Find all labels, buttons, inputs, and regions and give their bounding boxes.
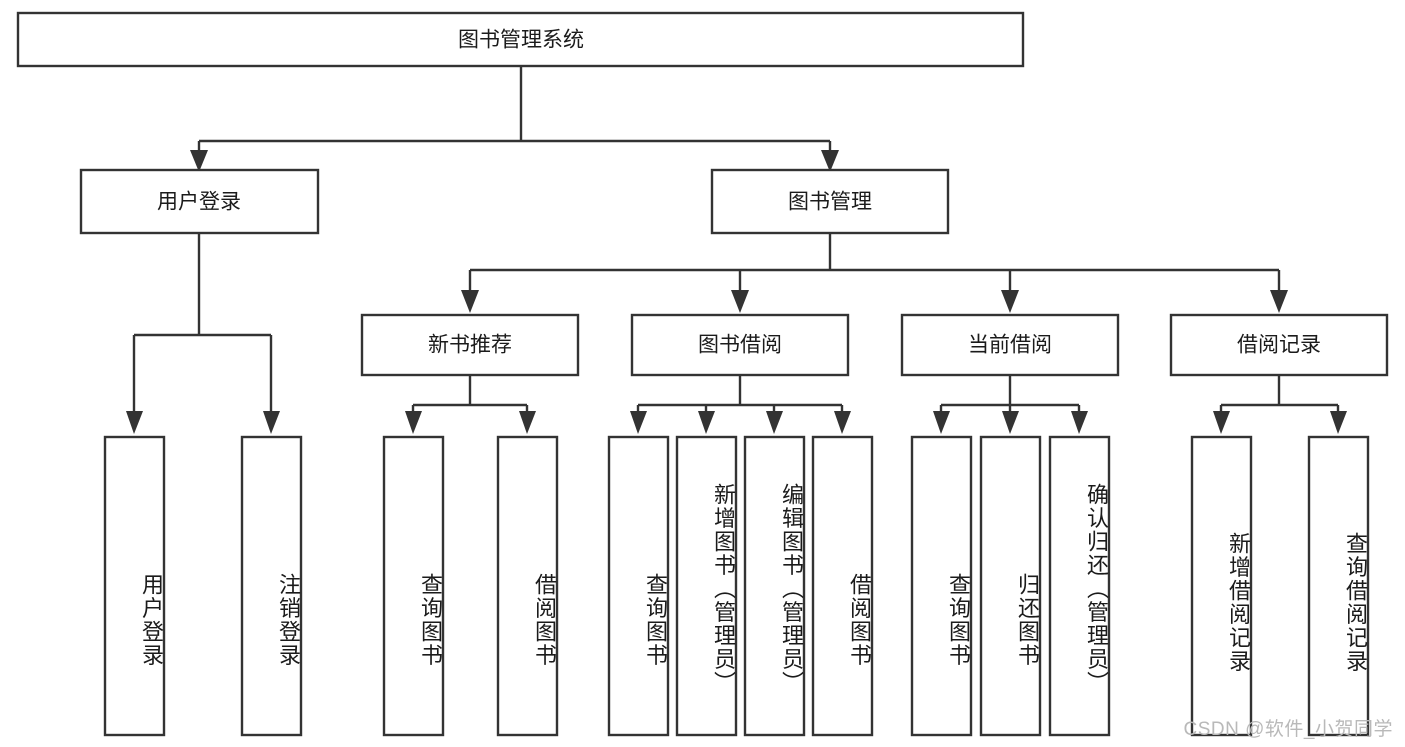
node-leaf-confirm-return[interactable] <box>1048 435 1111 737</box>
node-root-label: 图书管理系统 <box>458 29 584 52</box>
arrow-icon <box>263 411 280 434</box>
arrow-icon <box>821 150 839 172</box>
connector-currentborrow-to-leaves <box>933 375 1088 434</box>
node-user-login[interactable] <box>79 168 320 235</box>
node-book-manage-label: 图书管理 <box>788 191 872 214</box>
watermark-text: CSDN @软件_小贺同学 <box>1183 719 1393 740</box>
arrow-icon <box>933 411 950 434</box>
node-current-borrow[interactable] <box>900 313 1120 377</box>
arrow-icon <box>461 290 479 313</box>
node-book-borrow[interactable] <box>630 313 850 377</box>
arrow-icon <box>834 411 851 434</box>
arrow-icon <box>1213 411 1230 434</box>
node-leaf-add-record[interactable] <box>1190 435 1253 737</box>
connector-bookborrow-to-leaves <box>630 375 851 434</box>
arrow-icon <box>1001 290 1019 313</box>
node-leaf-logout[interactable] <box>240 435 303 737</box>
node-user-login-label: 用户登录 <box>157 191 241 214</box>
node-leaf-borrow-book-2[interactable] <box>811 435 874 737</box>
node-leaf-user-login[interactable] <box>103 435 166 737</box>
arrow-icon <box>731 290 749 313</box>
node-leaf-borrow-book-1[interactable] <box>496 435 559 737</box>
connector-borrowrecord-to-leaves <box>1213 375 1347 434</box>
node-leaf-query-book-3[interactable] <box>910 435 973 737</box>
node-leaf-return-book[interactable] <box>979 435 1042 737</box>
arrow-icon <box>126 411 143 434</box>
node-current-borrow-label: 当前借阅 <box>968 334 1052 357</box>
node-new-book-rec-label: 新书推荐 <box>428 334 512 357</box>
connector-root-to-level2 <box>190 66 839 172</box>
node-borrow-record-label: 借阅记录 <box>1237 334 1321 357</box>
node-leaf-edit-book[interactable] <box>743 435 806 737</box>
node-book-borrow-label: 图书借阅 <box>698 334 782 357</box>
connector-newbook-to-leaves <box>405 375 536 434</box>
arrow-icon <box>1270 290 1288 313</box>
arrow-icon <box>1002 411 1019 434</box>
node-borrow-record[interactable] <box>1169 313 1389 377</box>
arrow-icon <box>405 411 422 434</box>
node-book-manage[interactable] <box>710 168 950 235</box>
arrow-icon <box>630 411 647 434</box>
arrow-icon <box>766 411 783 434</box>
connector-userlogin-to-leaves <box>126 233 280 434</box>
arrow-icon <box>190 150 208 172</box>
node-new-book-rec[interactable] <box>360 313 580 377</box>
node-root[interactable] <box>16 11 1025 68</box>
node-leaf-query-record[interactable] <box>1307 435 1370 737</box>
arrow-icon <box>519 411 536 434</box>
node-leaf-query-book-2[interactable] <box>607 435 670 737</box>
arrow-icon <box>1330 411 1347 434</box>
node-leaf-query-book-1[interactable] <box>382 435 445 737</box>
connector-bookmanage-to-level3 <box>461 233 1288 313</box>
arrow-icon <box>698 411 715 434</box>
arrow-icon <box>1071 411 1088 434</box>
node-leaf-add-book[interactable] <box>675 435 738 737</box>
